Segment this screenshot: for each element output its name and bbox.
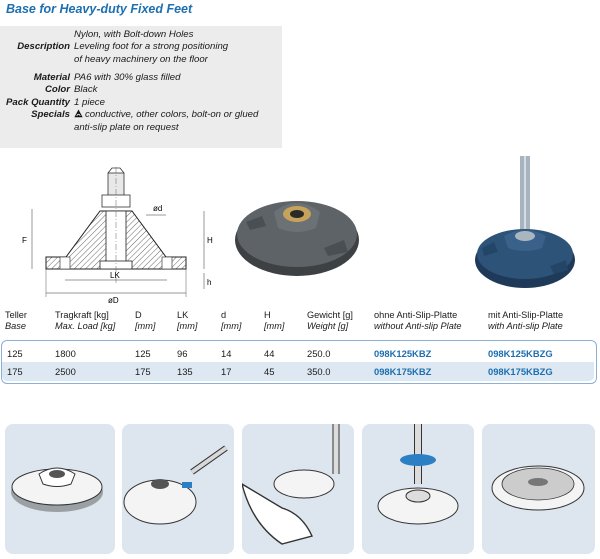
dim-label-H: H	[207, 236, 213, 245]
spec-value: Black	[74, 84, 98, 96]
assembly-panel-1	[5, 424, 115, 554]
assembly-panel-4	[362, 424, 474, 554]
spec-key: Description	[17, 41, 70, 53]
col-header-LK: LK[mm]	[177, 310, 198, 331]
spec-value: Leveling foot for a strong positioning	[74, 41, 229, 53]
part-number-link[interactable]: 098K125KBZ	[374, 348, 432, 359]
spec-key: Color	[44, 84, 70, 96]
dim-label-d: ød	[153, 204, 162, 213]
assembly-panel-5	[482, 424, 595, 554]
base-with-rod-photo	[475, 156, 575, 288]
col-header-d: d[mm]	[221, 310, 242, 331]
col-header-H: H[mm]	[264, 310, 285, 331]
spec-value: 1 piece	[74, 96, 105, 108]
spec-value: of heavy machinery on the floor	[74, 53, 208, 65]
base-illustration	[11, 467, 103, 512]
part-number-link[interactable]: 098K125KBZG	[488, 348, 553, 359]
assembly-panel-3	[242, 424, 354, 554]
col-header-D: D[mm]	[135, 310, 156, 331]
spec-key: Pack Quantity	[6, 96, 70, 108]
spec-panel	[0, 26, 282, 148]
assembly-panel-2	[122, 424, 234, 554]
page-title: Base for Heavy-duty Fixed Feet	[6, 2, 193, 16]
base-photo	[235, 201, 359, 276]
dim-label-D: øD	[108, 296, 119, 305]
esd-warning-icon	[74, 109, 83, 118]
spec-key: Material	[33, 72, 70, 83]
spec-value: anti-slip plate on request	[74, 121, 179, 133]
anti-slip-plate-illustration	[491, 465, 585, 511]
spec-key: Specials	[31, 109, 70, 121]
spec-intro: Nylon, with Bolt-down Holes	[74, 29, 194, 40]
col-header-weight: Gewicht [g]Weight [g]	[307, 310, 353, 331]
mounted-foot-illustration	[377, 424, 459, 525]
part-number-link[interactable]: 098K175KBZG	[488, 366, 553, 377]
col-header-load: Tragkraft [kg]Max. Load [kg]	[55, 310, 116, 331]
spec-value: conductive, other colors, bolt-on or glu…	[85, 109, 259, 121]
part-number-link[interactable]: 098K175KBZ	[374, 366, 432, 377]
table-row-highlight	[2, 362, 594, 381]
dim-label-h: h	[207, 278, 211, 287]
dim-label-F: F	[22, 236, 27, 245]
dim-label-LK: LK	[110, 271, 120, 280]
hand-tightening-illustration	[242, 424, 340, 545]
spec-value: PA6 with 30% glass filled	[74, 72, 181, 83]
base-with-screws-illustration	[123, 445, 228, 525]
technical-drawing: F H h ød LK øD	[22, 167, 213, 305]
